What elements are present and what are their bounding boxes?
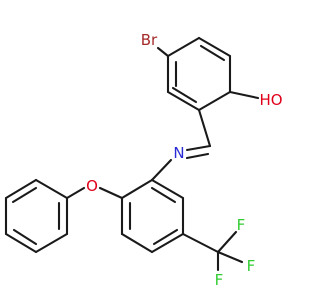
ring-double-bond: [171, 86, 198, 104]
ring-bond: [4, 232, 38, 254]
ring-bond: [166, 36, 201, 58]
o-phenyl-bond: [65, 186, 86, 200]
ring-bond: [150, 232, 185, 254]
ring-double-bond: [12, 228, 38, 246]
c-f-bond: [216, 250, 244, 264]
imine-double-bond: [185, 152, 210, 160]
ring-double-bond: [152, 228, 179, 246]
bromophenol-ring: [166, 36, 232, 112]
c-br-bond: [156, 46, 170, 58]
fluorine-label: F: [215, 271, 224, 289]
ring-bond: [34, 232, 69, 254]
ring-bond: [120, 178, 154, 200]
ring-bond: [166, 90, 201, 112]
ring-double-bond: [150, 186, 177, 204]
ring-double-bond: [11, 186, 38, 204]
ring-bond: [120, 232, 154, 254]
ring-bond: [34, 178, 69, 200]
c-o-ether-bond: [98, 186, 124, 200]
n-ring-bond: [150, 158, 173, 182]
bromine-label: Br: [141, 31, 158, 49]
ring-bond: [197, 90, 232, 112]
imine-double-bond: [185, 144, 212, 152]
fluorine-label: F: [247, 257, 256, 275]
aniline-ring: [120, 178, 185, 254]
ether-oxygen-label: O: [86, 177, 98, 195]
ring-ch-bond: [197, 108, 212, 148]
c-f-bond: [216, 230, 238, 254]
ring-double-bond: [199, 44, 226, 62]
c-oh-bond: [228, 90, 260, 100]
structure-canvas: Br HO N O F F F: [4, 31, 283, 289]
fluorine-label: F: [237, 216, 246, 234]
ring-bond: [197, 36, 232, 58]
ring-bond: [150, 178, 185, 200]
hydroxyl-label: HO: [259, 91, 282, 109]
ring-bond: [4, 178, 38, 200]
phenyl-ring: [4, 178, 69, 254]
c-cf3-bond: [181, 232, 220, 254]
molecule-drawing: Br HO N O F F F: [4, 31, 283, 289]
nitrogen-label: N: [173, 144, 184, 162]
